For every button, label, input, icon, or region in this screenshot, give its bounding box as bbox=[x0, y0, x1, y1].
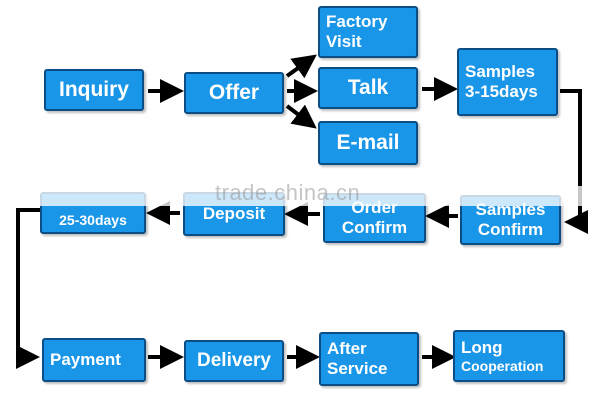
step-email-label: E-mail bbox=[336, 130, 400, 154]
step-after-service-line1: After bbox=[327, 339, 367, 359]
step-after-service: After Service bbox=[319, 332, 419, 386]
watermark: trade.china.cn bbox=[215, 180, 361, 205]
step-production-label: 25-30days bbox=[59, 211, 127, 228]
step-long-cooperation-line2: Cooperation bbox=[461, 357, 544, 374]
step-order-confirm-line2: Confirm bbox=[341, 218, 408, 237]
step-email: E-mail bbox=[318, 121, 418, 165]
step-long-cooperation: Long Cooperation bbox=[453, 330, 565, 382]
arrow-production-payment bbox=[16, 208, 40, 369]
watermark-band bbox=[0, 186, 600, 206]
arrow-offer-factory-visit bbox=[285, 54, 317, 79]
step-talk-label: Talk bbox=[347, 75, 389, 99]
arrow-samples-down bbox=[560, 89, 588, 234]
step-offer-label: Offer bbox=[208, 80, 260, 104]
step-samples-time: Samples 3-15days bbox=[457, 48, 558, 116]
step-deposit-label: Deposit bbox=[202, 204, 266, 224]
step-inquiry: Inquiry bbox=[44, 69, 144, 111]
step-inquiry-label: Inquiry bbox=[58, 77, 129, 101]
step-samples-confirm-line2: Confirm bbox=[477, 220, 544, 239]
step-samples-time-line2: 3-15days bbox=[465, 82, 538, 101]
step-offer: Offer bbox=[184, 72, 284, 114]
step-payment-label: Payment bbox=[50, 350, 121, 370]
step-factory-visit: Factory Visit bbox=[318, 6, 418, 58]
step-long-cooperation-line1: Long bbox=[461, 338, 503, 358]
step-samples-time-line1: Samples bbox=[465, 62, 535, 82]
step-factory-visit-line2: Visit bbox=[326, 32, 362, 51]
step-payment: Payment bbox=[42, 338, 146, 382]
step-factory-visit-line1: Factory bbox=[326, 12, 388, 32]
arrow-offer-email bbox=[285, 104, 317, 129]
step-talk: Talk bbox=[318, 67, 418, 109]
step-delivery: Delivery bbox=[184, 340, 284, 382]
step-after-service-line2: Service bbox=[327, 359, 388, 378]
step-delivery-label: Delivery bbox=[197, 350, 271, 372]
